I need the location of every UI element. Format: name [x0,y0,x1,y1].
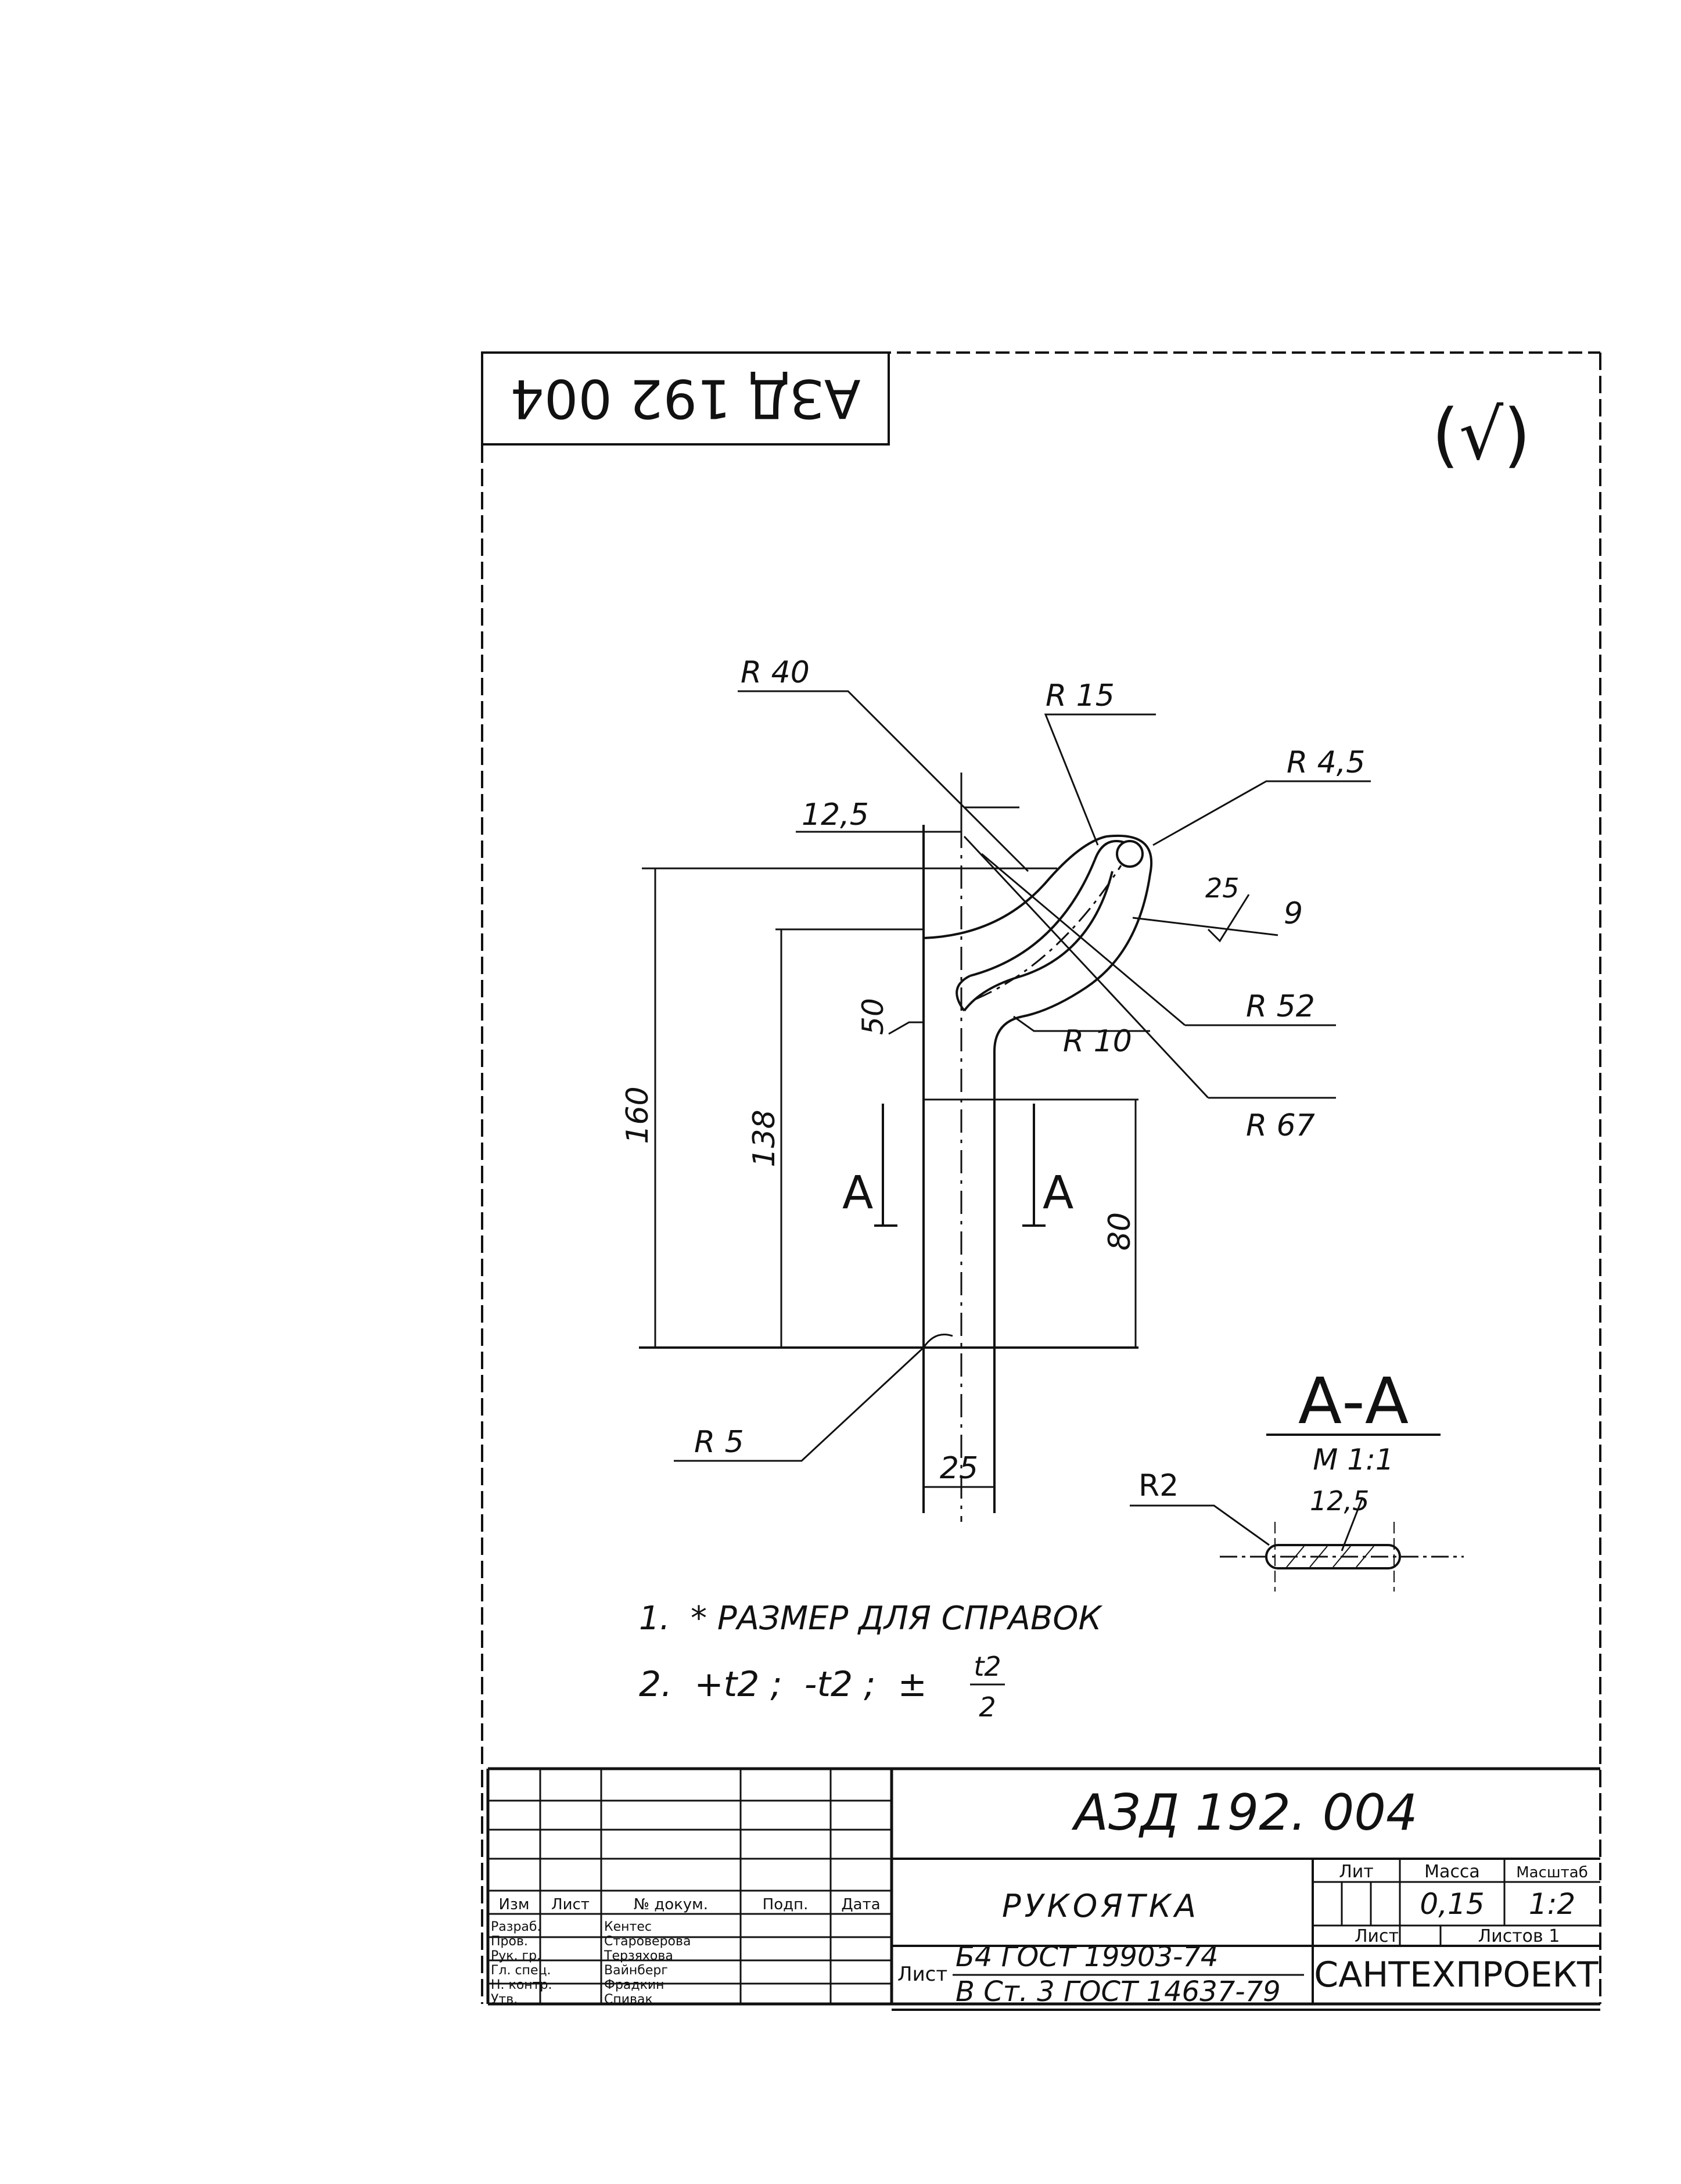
role-6: Утв. [491,1992,518,2007]
dim-25: 25 [940,1451,978,1486]
role-1: Разраб. [491,1920,541,1934]
role-5: Н. контр. [491,1978,552,1992]
sheets-label: Листов 1 [1478,1926,1560,1946]
section-a-a [1130,1434,1464,1592]
header-mass: Масса [1424,1862,1480,1882]
roughness-9: 9 [1284,896,1303,931]
sheet-label: Лист [1355,1926,1399,1946]
label-r2: R2 [1138,1468,1179,1503]
mass-value: 0,15 [1420,1887,1484,1921]
col-docnum: № докум. [634,1896,708,1913]
col-sign: Подп. [763,1896,809,1913]
label-r5: R 5 [694,1425,744,1460]
note-2-frac-num: t2 [974,1651,1001,1682]
title-block [486,1767,1600,2011]
label-r15: R 15 [1046,678,1115,713]
section-scale: М 1:1 [1313,1443,1394,1477]
section-marker-left: А [842,1167,873,1219]
part-drawing [639,825,1153,1522]
rotated-stamp-box: АЗД 192 004 [481,351,890,446]
label-r52: R 52 [1246,989,1315,1024]
angle-25: 25 [1205,872,1240,904]
dim-160: 160 [620,1086,655,1144]
role-3: Рук. гр. [491,1949,541,1963]
header-lit: Лит [1339,1862,1374,1882]
material-line-1: Б4 ГОСТ 19903-74 [956,1941,1218,1973]
name-2: Староверова [604,1934,691,1949]
name-6: Спивак [604,1992,653,2007]
material-line-2: В Ст. 3 ГОСТ 14637-79 [956,1975,1281,2008]
dim-50: 50 [856,998,890,1035]
section-dim-12-5: 12,5 [1310,1485,1369,1517]
check-mark: (√) [1432,395,1531,476]
name-1: Кентес [604,1920,652,1934]
header-scale: Масштаб [1516,1864,1588,1881]
dim-12-5: 12,5 [802,798,869,832]
material-prefix: Лист [897,1963,947,1986]
dimension-lines [642,690,1371,1488]
organization: САНТЕХПРОЕКТ [1314,1955,1599,1995]
section-marker-right: А [1043,1167,1073,1219]
name-5: Фрадкин [604,1978,665,1992]
scale-value: 1:2 [1529,1887,1575,1921]
part-name: РУКОЯТКА [1002,1888,1199,1924]
role-2: Пров. [491,1934,528,1949]
role-4: Гл. спец. [491,1963,551,1978]
col-date: Дата [841,1896,880,1913]
name-4: Вайнберг [604,1963,668,1978]
label-r10: R 10 [1063,1024,1132,1059]
col-list: Лист [551,1896,590,1913]
dim-138: 138 [747,1109,782,1167]
rotated-stamp-code: АЗД 192 004 [510,368,860,430]
label-r67: R 67 [1246,1108,1315,1143]
dim-80: 80 [1102,1212,1137,1251]
section-title: А-А [1298,1364,1409,1438]
col-izm: Изм [499,1896,530,1913]
section-arrows [874,1104,1046,1227]
name-3: Терзяхова [604,1949,673,1963]
designation: АЗД 192. 004 [1071,1784,1417,1842]
label-r40: R 40 [741,655,810,690]
note-1: 1. * РАЗМЕР ДЛЯ СПРАВОК [639,1600,1102,1637]
note-2: 2. +t2 ; -t2 ; ± [639,1664,927,1705]
label-r45: R 4,5 [1287,745,1365,780]
note-2-frac-den: 2 [979,1691,996,1723]
